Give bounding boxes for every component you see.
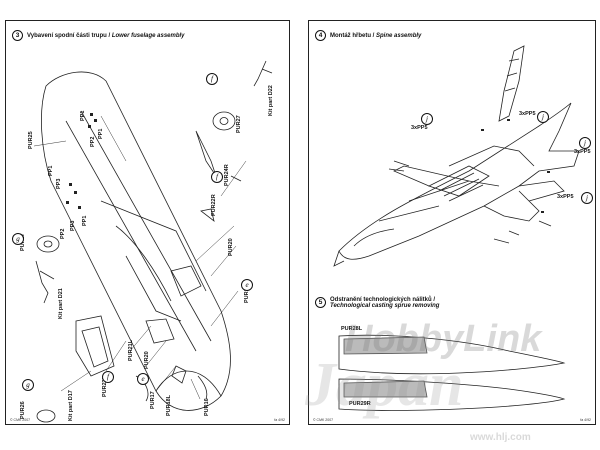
label-pur28l: PUR28L bbox=[341, 326, 363, 332]
sprue-part-upper bbox=[338, 334, 566, 375]
label-kit-d22: Kit part D22 bbox=[268, 85, 274, 116]
marker-j2: j bbox=[537, 111, 549, 123]
step4-title-en: Spine assembly bbox=[376, 32, 422, 39]
label-pur27b: PUR27 bbox=[236, 115, 242, 133]
label-3xpp5-a: 3xPP5 bbox=[411, 125, 428, 131]
label-pp3a: PP3 bbox=[56, 178, 62, 189]
wheel-right bbox=[212, 111, 236, 131]
label-pp1a: PP1 bbox=[80, 110, 86, 121]
label-pp1b: PP1 bbox=[98, 128, 104, 139]
gear-door bbox=[195, 130, 217, 177]
label-pur25: PUR25 bbox=[28, 131, 34, 149]
marker-f2: f bbox=[211, 171, 223, 183]
footer-code-right: fa 4/92 bbox=[580, 418, 591, 422]
marker-j1: j bbox=[421, 113, 433, 125]
label-pur26: PUR26 bbox=[20, 401, 26, 419]
marker-e1: e bbox=[241, 279, 253, 291]
label-pp3b: PP3 bbox=[70, 220, 76, 231]
marker-j3: j bbox=[579, 137, 591, 149]
step3-title-en: Lower fuselage assembly bbox=[111, 32, 185, 39]
step4-heading: 4 Montáž hřbetu / Spine assembly bbox=[315, 30, 421, 41]
step4-number: 4 bbox=[315, 30, 326, 41]
label-pur16: PUR16 bbox=[204, 398, 210, 416]
label-pp2b: PP2 bbox=[60, 228, 66, 239]
step3-title-cz: Vybavení spodní části trupu / bbox=[27, 32, 111, 39]
label-kit-d21: Kit part D21 bbox=[58, 288, 64, 319]
step5-title-cz: Odstranění technologických nálitků / bbox=[330, 297, 436, 303]
aircraft-outline bbox=[338, 102, 580, 260]
label-pp1c: PP1 bbox=[48, 165, 54, 176]
lower-fuselage-drawing bbox=[33, 60, 273, 423]
label-pur20b: PUR20 bbox=[144, 351, 150, 369]
watermark-url: www.hlj.com bbox=[470, 432, 531, 443]
label-pur29r: PUR29R bbox=[349, 401, 371, 407]
label-pur21l: PUR21L bbox=[128, 339, 134, 361]
marker-f3: f bbox=[102, 371, 114, 383]
label-pur20a: PUR20 bbox=[228, 238, 234, 256]
spine-assembly-panel: 4 Montáž hřbetu / Spine assembly 3xPP5 3… bbox=[308, 20, 596, 425]
footer-copyright-right: © CMK 2007 bbox=[313, 418, 334, 422]
label-3xpp5-c: 3xPP5 bbox=[574, 149, 591, 155]
sprue-part-lower bbox=[338, 378, 566, 411]
label-pur24r: PUR24R bbox=[224, 164, 230, 186]
footer-copyright-left: © CMK 2007 bbox=[10, 418, 31, 422]
label-pur22r: PUR22R bbox=[211, 194, 217, 216]
step5-heading: 5 Odstranění technologických nálitků / T… bbox=[315, 297, 439, 309]
wheel-bottom bbox=[36, 409, 56, 423]
lower-fuselage-panel: 3 Vybavení spodní části trupu / Lower fu… bbox=[5, 20, 290, 425]
step3-heading: 3 Vybavení spodní části trupu / Lower fu… bbox=[12, 30, 185, 41]
marker-j4: j bbox=[581, 192, 593, 204]
label-kit-d17: Kit part D17 bbox=[68, 390, 74, 421]
step3-number: 3 bbox=[12, 30, 23, 41]
wheel-left bbox=[36, 235, 60, 253]
marker-f1: f bbox=[206, 73, 218, 85]
label-pp1d: PP1 bbox=[82, 215, 88, 226]
gear-leg-left bbox=[35, 260, 55, 304]
marker-e2: e bbox=[137, 373, 149, 385]
marker-g2: g bbox=[22, 379, 34, 391]
label-pp2: PP2 bbox=[90, 136, 96, 147]
label-pur18l: PUR18L bbox=[166, 394, 172, 416]
gear-leg-right bbox=[253, 60, 273, 87]
label-3xpp5-d: 3xPP5 bbox=[557, 194, 574, 200]
step5-number: 5 bbox=[315, 297, 326, 308]
vertical-fin bbox=[498, 45, 525, 122]
spine-assembly-drawing bbox=[333, 45, 580, 411]
marker-g1: g bbox=[12, 233, 24, 245]
fuselage-outline bbox=[41, 71, 231, 411]
step4-title-cz: Montáž hřbetu / bbox=[330, 32, 375, 39]
label-pur17: PUR17 bbox=[150, 391, 156, 409]
footer-code-left: fa 4/92 bbox=[274, 418, 285, 422]
intake-part bbox=[75, 315, 115, 377]
label-3xpp5-b: 3xPP5 bbox=[519, 111, 536, 117]
step5-title-en: Technological casting sprue removing bbox=[330, 303, 440, 309]
